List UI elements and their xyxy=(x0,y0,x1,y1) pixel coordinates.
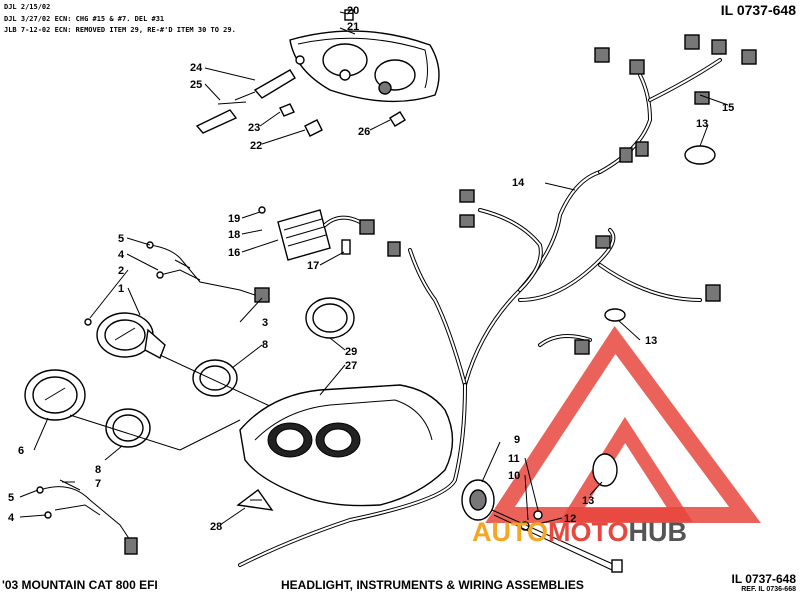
callout-12: 12 xyxy=(564,513,576,525)
callout-2: 2 xyxy=(118,265,124,277)
callout-27: 27 xyxy=(345,360,357,372)
speedometer-gauge xyxy=(24,369,86,421)
leader-lines xyxy=(19,11,729,527)
cable-ties xyxy=(592,145,716,487)
illustration-id-top: IL 0737-648 xyxy=(720,2,796,18)
footer-illustration-id: IL 0737-648 xyxy=(731,572,797,586)
headlight-bulb-socket xyxy=(195,69,296,134)
voltage-regulator xyxy=(258,206,375,261)
watermark-logo xyxy=(485,326,761,523)
footer-title: HEADLIGHT, INSTRUMENTS & WIRING ASSEMBLI… xyxy=(281,578,584,592)
callout-5-bottom: 5 xyxy=(8,492,14,504)
callout-9: 9 xyxy=(514,434,520,446)
headlight-assembly xyxy=(289,9,440,103)
callout-29: 29 xyxy=(345,346,357,358)
callout-15: 15 xyxy=(722,102,734,114)
callout-21: 21 xyxy=(347,21,359,33)
tachometer-gauge xyxy=(84,312,166,359)
callout-22: 22 xyxy=(250,140,262,152)
watermark-text: AUTOMOTOHUB xyxy=(472,517,687,548)
callout-20: 20 xyxy=(347,5,359,17)
callout-8-top: 8 xyxy=(262,339,268,351)
callout-7: 7 xyxy=(95,478,101,490)
revision-note-2: DJL 3/27/02 ECN: CHG #15 & #7. DEL #31 xyxy=(4,15,165,23)
main-wiring-harness xyxy=(238,34,757,567)
callout-13-bottom: 13 xyxy=(582,495,594,507)
watermark-hub: HUB xyxy=(628,517,688,547)
callout-1: 1 xyxy=(118,283,124,295)
callout-3: 3 xyxy=(262,317,268,329)
callout-18: 18 xyxy=(228,229,240,241)
callout-14: 14 xyxy=(512,177,525,189)
callout-28: 28 xyxy=(210,521,222,533)
watermark-auto: AUTO xyxy=(472,517,549,547)
callout-23: 23 xyxy=(248,122,260,134)
watermark-moto: MOTO xyxy=(548,517,629,547)
callout-5-top: 5 xyxy=(118,233,124,245)
callout-16: 16 xyxy=(228,247,240,259)
callout-4-bottom: 4 xyxy=(8,512,15,524)
callout-11: 11 xyxy=(508,453,520,465)
speedometer-harness xyxy=(36,479,138,555)
revision-note-3: JLB 7-12-02 ECN: REMOVED ITEM 29, RE-#'D… xyxy=(4,26,236,34)
callout-26: 26 xyxy=(358,126,370,138)
headlight-small-parts xyxy=(279,103,406,137)
callout-4-top: 4 xyxy=(118,249,125,261)
callout-17: 17 xyxy=(307,260,319,272)
callout-19: 19 xyxy=(228,213,240,225)
callout-25: 25 xyxy=(190,79,202,91)
callout-13-middle: 13 xyxy=(645,335,657,347)
revision-note-1: DJL 2/15/02 xyxy=(4,3,51,11)
callout-10: 10 xyxy=(508,470,520,482)
callout-13-top: 13 xyxy=(696,118,708,130)
callout-6: 6 xyxy=(18,445,24,457)
callout-24: 24 xyxy=(190,62,203,74)
callout-8-bottom: 8 xyxy=(95,464,101,476)
warning-decal xyxy=(236,489,274,511)
footer-reference: REF. IL 0736-668 xyxy=(741,586,796,593)
gauge-bezels xyxy=(105,297,355,448)
instrument-console xyxy=(239,384,454,507)
tachometer-harness xyxy=(146,241,270,303)
callout-numbers: 20 21 24 25 23 22 26 15 13 14 19 18 16 1… xyxy=(8,5,734,533)
tether-switch xyxy=(461,479,623,573)
footer-model: '03 MOUNTAIN CAT 800 EFI xyxy=(2,578,158,592)
